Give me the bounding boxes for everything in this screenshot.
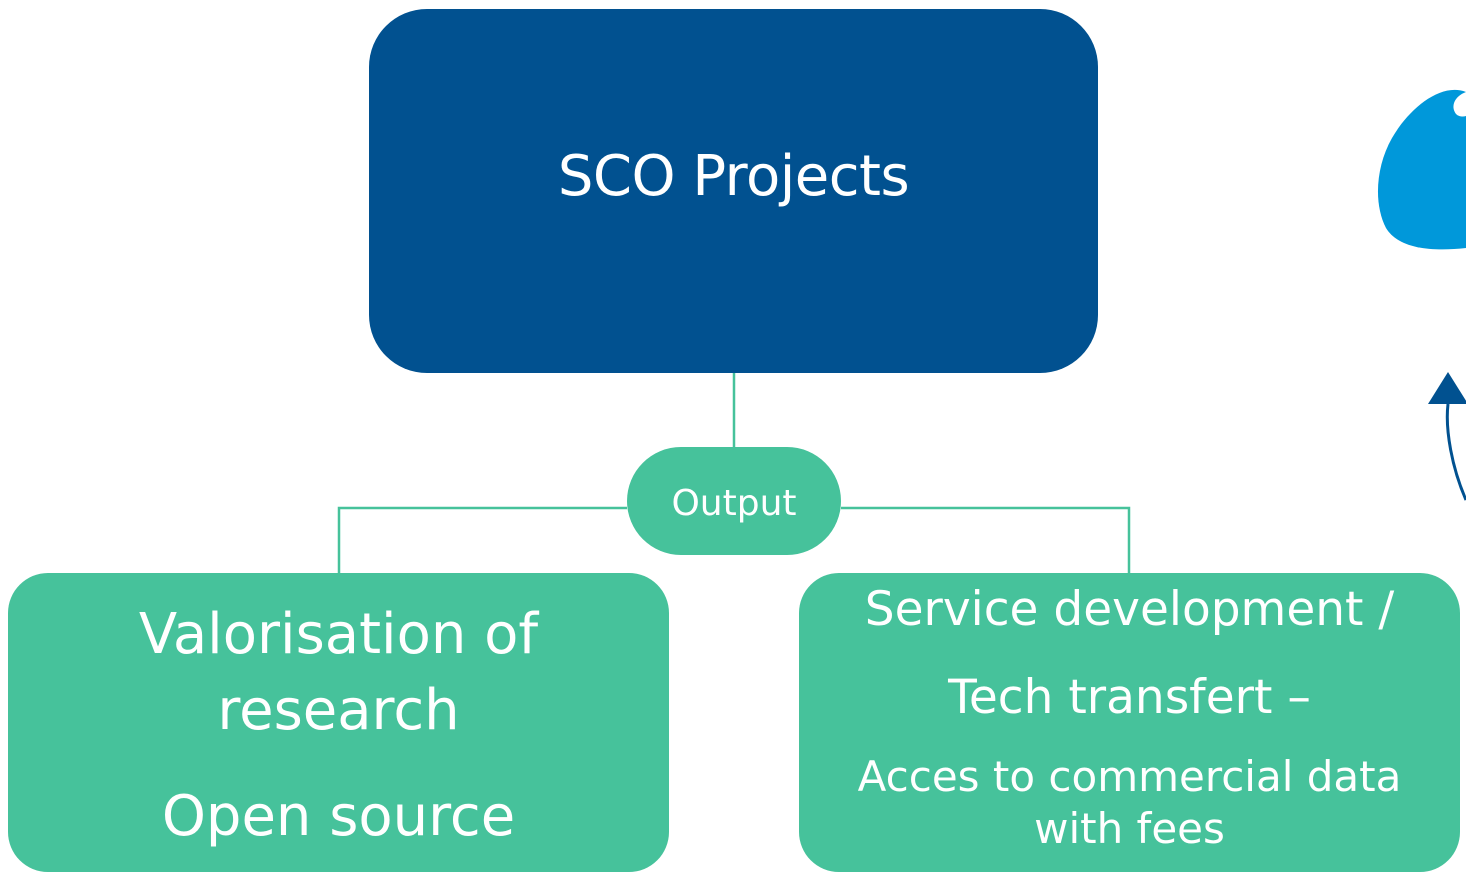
- output-label-text: Output: [671, 482, 797, 524]
- child-line: Open source: [161, 784, 516, 849]
- child-node-service-development: Service development / Tech transfert – A…: [799, 573, 1460, 872]
- curved-arrow-head: [1428, 372, 1466, 404]
- child-node-valorisation: Valorisation of research Open source: [8, 573, 669, 872]
- child-line: with fees: [1034, 804, 1225, 853]
- child-line: Acces to commercial data: [857, 752, 1402, 801]
- partial-blue-shape: [1377, 89, 1466, 250]
- output-label: Output: [627, 447, 841, 555]
- root-node: SCO Projects: [369, 9, 1098, 373]
- child-line: Tech transfert –: [948, 670, 1311, 725]
- root-label: SCO Projects: [557, 143, 910, 209]
- output-to-right-line: [841, 506, 1131, 573]
- child-line: research: [217, 678, 460, 743]
- partial-white-notch: [1453, 92, 1466, 117]
- child-line: Valorisation of: [138, 602, 539, 667]
- child-line: Service development /: [864, 582, 1395, 637]
- output-to-left-line: [337, 506, 627, 573]
- curved-arrow-shaft: [1445, 403, 1466, 501]
